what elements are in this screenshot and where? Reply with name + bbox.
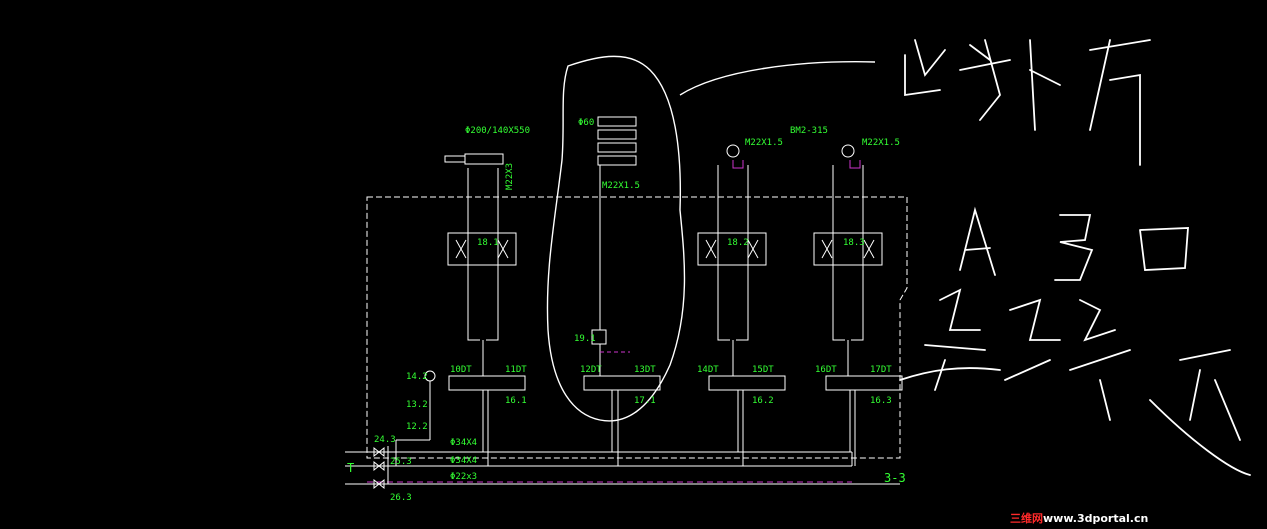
gauge-2-port-label: M22X1.5 — [862, 138, 900, 148]
motor-label: Φ60 — [578, 118, 594, 128]
relief-valve-3-label: 18.3 — [843, 238, 865, 248]
dv3-id-label: 16.2 — [752, 396, 774, 406]
branch-2 — [583, 116, 661, 466]
section-label: 3-3 — [884, 471, 906, 485]
hand-drawn-arrow-line — [679, 61, 876, 96]
dv1-left-label: 10DT — [450, 365, 472, 375]
branch-1 — [444, 153, 526, 466]
dv4-right-label: 17DT — [870, 365, 892, 375]
branch-3 — [697, 144, 786, 466]
main-lines — [345, 451, 900, 485]
hand-drawn-circle — [546, 55, 686, 422]
cylinder-1-label: Φ200/140X550 — [465, 126, 530, 136]
dv4-id-label: 16.3 — [870, 396, 892, 406]
motor-port-label: M22X1.5 — [602, 181, 640, 191]
watermark-part-1: 三维网 — [1010, 511, 1043, 525]
tank-label: T — [347, 461, 354, 475]
port-valves — [373, 446, 385, 490]
dv2-right-label: 13DT — [634, 365, 656, 375]
relief-valve-symbols — [455, 239, 875, 259]
check-valve-label: 19.1 — [574, 334, 596, 344]
cylinder-1-port-label: M22X3 — [505, 163, 515, 190]
pipe-1-label: Φ34X4 — [450, 438, 477, 448]
pipe-3-label: Φ22x3 — [450, 472, 477, 482]
relief-valve-1-label: 18.1 — [477, 238, 499, 248]
dv2-id-label: 17.1 — [634, 396, 656, 406]
gauge-left-label: 14.2 — [406, 372, 428, 382]
dv3-right-label: 15DT — [752, 365, 774, 375]
pipe-2-label: Φ34X4 — [450, 456, 477, 466]
manifold-outline — [366, 196, 908, 459]
dv3-left-label: 14DT — [697, 365, 719, 375]
watermark-part-2: www.3dportal.cn — [1043, 512, 1148, 525]
dv2-left-label: 12DT — [580, 365, 602, 375]
port-26-3-label: 26.3 — [390, 493, 412, 503]
valve-12-label: 12.2 — [406, 422, 428, 432]
branch-4 — [813, 144, 903, 466]
left-gauge-column — [387, 370, 436, 484]
dv1-id-label: 16.1 — [505, 396, 527, 406]
port-24-3-label: 24.3 — [374, 435, 396, 445]
relief-valve-2-label: 18.2 — [727, 238, 749, 248]
handwritten-annotation — [899, 39, 1251, 476]
port-25-3-label: 25.3 — [390, 457, 412, 467]
labels: Φ200/140X550 M22X3 Φ60 M22X1.5 M22X1.5 B… — [347, 118, 906, 503]
dv1-right-label: 11DT — [505, 365, 527, 375]
gauge-1-port-label: M22X1.5 — [745, 138, 783, 148]
dv4-left-label: 16DT — [815, 365, 837, 375]
filter-label: 13.2 — [406, 400, 428, 410]
gauge-markers — [732, 160, 861, 169]
watermark-brand: 三维网www.3dportal.cn — [1010, 511, 1148, 525]
pump-label: BM2-315 — [790, 126, 828, 136]
